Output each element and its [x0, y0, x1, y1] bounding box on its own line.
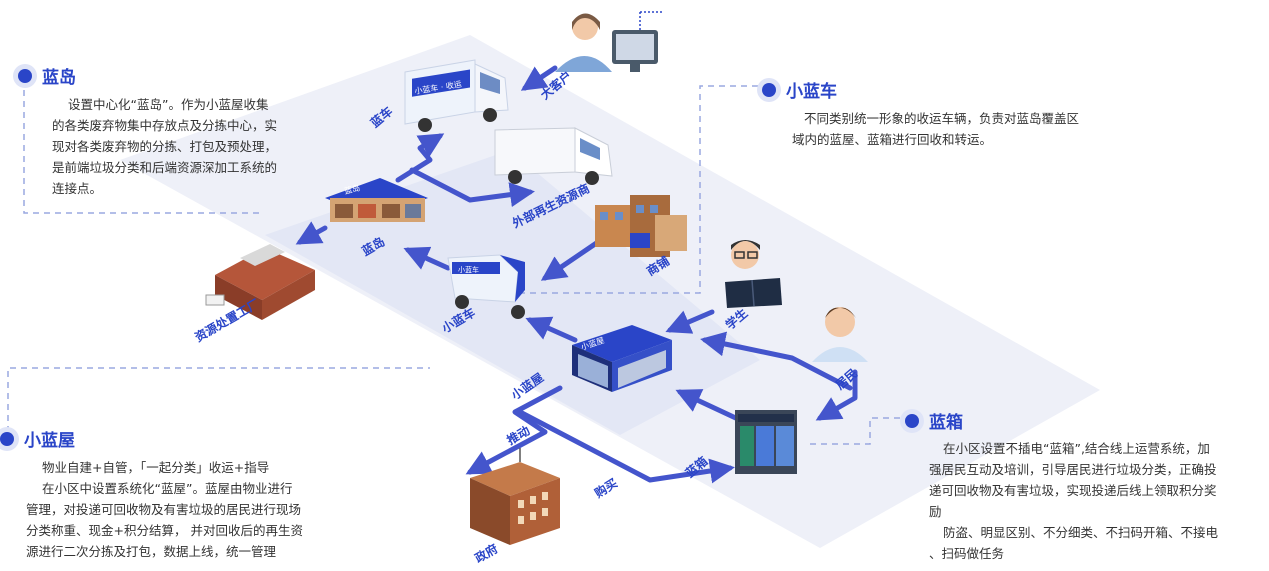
panel-landao-line: 连接点。: [52, 181, 103, 196]
label-government: 政府: [472, 541, 500, 566]
arrow-island-to-vendor: [409, 167, 535, 208]
panel-xiaolanche: 小蓝车 不同类别统一形象的收运车辆，负责对蓝岛覆盖区 域内的蓝屋、蓝箱进行回收和…: [762, 77, 1142, 150]
panel-xiaolanwu-line: 源进行二次分拣及打包，数据上线，统一管理: [26, 544, 277, 559]
panel-lanxiang-line: 防盗、明显区别、不分细类、不扫码开箱、不接电: [943, 525, 1219, 540]
panel-xiaolanwu-title: 小蓝屋: [24, 431, 75, 451]
arrow-box-to-house: [675, 389, 743, 423]
panel-landao-line: 现对各类废弃物的分拣、打包及预处理，: [52, 139, 278, 154]
panel-landao-line: 设置中心化“蓝岛”。作为小蓝屋收集: [68, 97, 269, 112]
arrow-customer-to-truck: [520, 65, 558, 91]
label-factory: 资源处置工厂: [192, 296, 262, 345]
bullet-dot-icon: [762, 82, 776, 97]
recycling-box-icon: [735, 410, 797, 474]
panel-lanxiang-line: 递可回收物及有害垃圾，实现投递后线上领取积分奖: [929, 483, 1217, 498]
arrow-gov-to-box: [517, 409, 735, 484]
panel-xiaolanche-line: 不同类别统一形象的收运车辆，负责对蓝岛覆盖区: [804, 111, 1080, 126]
panel-lanxiang-line: 励: [929, 504, 942, 519]
government-building-icon: [470, 448, 560, 545]
arrow-house-to-trike: [525, 316, 578, 343]
arrow-trike-to-island: [403, 246, 451, 271]
panel-xiaolanwu-line: 物业自建+自管，「一起分类」收运+指导: [42, 460, 270, 475]
arrow-shop-to-trike: [540, 239, 601, 281]
bullet-dot-icon: [905, 413, 919, 428]
panel-lanxiang-title: 蓝箱: [929, 413, 963, 433]
blue-house-icon: [572, 325, 672, 392]
panel-landao-title: 蓝岛: [42, 68, 76, 88]
collection-truck-icon: [404, 59, 509, 132]
panel-xiaolanche-title: 小蓝车: [786, 82, 837, 102]
panel-lanxiang: 蓝箱 在小区设置不插电“蓝箱”,结合线上运营系统，加 强居民互动及培训，引导居民…: [905, 408, 1265, 564]
panel-xiaolanwu-line: 在小区中设置系统化“蓝屋”。蓝屋由物业进行: [42, 481, 293, 496]
shop-buildings-icon: [595, 195, 687, 257]
tricycle-sign: 小蓝车: [458, 265, 479, 274]
arrow-house-to-gov: [465, 385, 563, 475]
shed-sign: 蓝岛: [343, 182, 361, 196]
island-shed-icon: [325, 178, 428, 222]
bullet-dot-icon: [18, 68, 32, 83]
student-icon: [725, 240, 782, 308]
arrow-resident-to-house: [700, 331, 853, 391]
arrow-resident-to-box: [815, 369, 858, 421]
panel-xiaolanwu-line: 分类称重、现金+积分结算， 并对回收后的再生资: [26, 523, 303, 538]
panel-xiaolanwu: 小蓝屋 物业自建+自管，「一起分类」收运+指导 在小区中设置系统化“蓝屋”。蓝屋…: [0, 426, 360, 562]
resident-icon: [812, 307, 868, 362]
dashed-connectors: [7, 85, 900, 445]
panel-xiaolanche-line: 域内的蓝屋、蓝箱进行回收和转运。: [792, 132, 993, 147]
bullet-dot-icon: [0, 431, 14, 446]
vendor-van-icon: [494, 127, 613, 185]
panel-landao: 蓝岛 设置中心化“蓝岛”。作为小蓝屋收集 的各类废弃物集中存放点及分拣中心，实 …: [18, 63, 318, 199]
label-buy: 购买: [592, 475, 620, 500]
panel-landao-line: 的各类废弃物集中存放点及分拣中心，实: [52, 118, 278, 133]
panel-landao-line: 是前端垃圾分类和后端资源深加工系统的: [52, 160, 278, 175]
arrow-island-to-factory: [295, 221, 328, 245]
arrow-student-to-house: [665, 309, 715, 334]
factory-icon: [205, 244, 315, 320]
panel-lanxiang-line: 强居民互动及培训，引导居民进行垃圾分类，正确投: [929, 462, 1217, 477]
flow-arrows: [295, 65, 858, 484]
tricycle-icon: [447, 254, 525, 319]
panel-lanxiang-line: 、扫码做任务: [929, 546, 1005, 561]
panel-xiaolanwu-line: 管理，对投递可回收物及有害垃圾的居民进行现场: [26, 502, 302, 517]
customer-icon: [555, 11, 662, 72]
panel-lanxiang-line: 在小区设置不插电“蓝箱”,结合线上运营系统，加: [943, 441, 1210, 456]
